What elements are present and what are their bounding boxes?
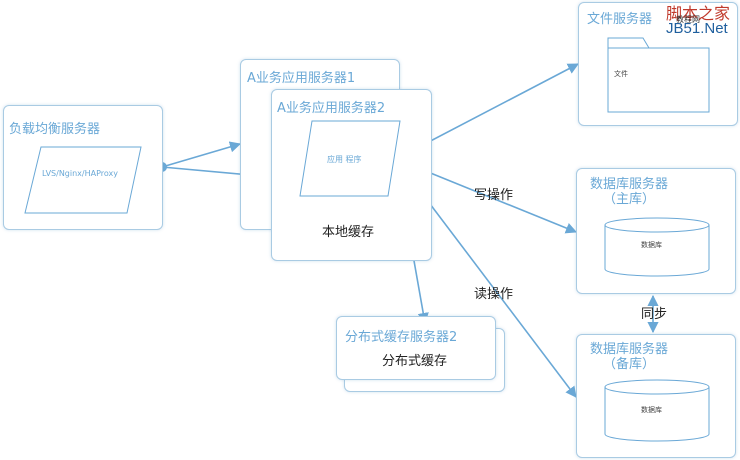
dist-cache-inner-label: 分布式缓存 (382, 354, 448, 369)
watermark-bottom: JB51.Net (666, 20, 728, 37)
app-server-2-box (271, 89, 432, 261)
folder-icon (607, 37, 710, 113)
db-master-title-line1: 数据库服务器 (590, 177, 669, 192)
lb-parallelogram (24, 146, 142, 214)
file-label: 文件 (614, 70, 628, 78)
db-master-title-line2: （主库） (603, 192, 656, 207)
db-master-cylinder-icon (604, 217, 710, 277)
dist-cache-title: 分布式缓存服务器2 (345, 330, 458, 345)
db-master-box (576, 168, 736, 294)
file-server-title: 文件服务器 (587, 12, 653, 27)
db-backup-title-line2: （备库） (603, 357, 656, 372)
sync-label: 同步 (641, 307, 668, 322)
dist-cache-front-box (336, 316, 496, 380)
app-server-1-title: A业务应用服务器1 (247, 71, 356, 86)
load-balancer-inner-label: LVS/Nginx/HAProxy (42, 169, 119, 178)
read-op-label: 读操作 (474, 287, 514, 302)
local-cache-label: 本地缓存 (322, 225, 375, 240)
db-backup-cylinder-icon (604, 379, 710, 442)
file-server-box (578, 2, 738, 126)
watermark-middle: 教程网 (676, 15, 700, 24)
db-backup-title-line1: 数据库服务器 (590, 342, 669, 357)
app-server-2-title: A业务应用服务器2 (277, 101, 386, 116)
write-op-label: 写操作 (474, 188, 514, 203)
load-balancer-title: 负载均衡服务器 (9, 122, 101, 137)
load-balancer-box (3, 105, 163, 230)
db-master-inner-label: 数据库 (641, 241, 662, 249)
watermark-top: 脚本之家 (666, 6, 731, 23)
db-backup-box (576, 334, 736, 458)
edge-lb-to-app1 (161, 141, 242, 168)
app-parallelogram (299, 120, 401, 197)
db-backup-inner-label: 数据库 (641, 406, 662, 414)
app-program-label: 应用 程序 (327, 155, 362, 164)
